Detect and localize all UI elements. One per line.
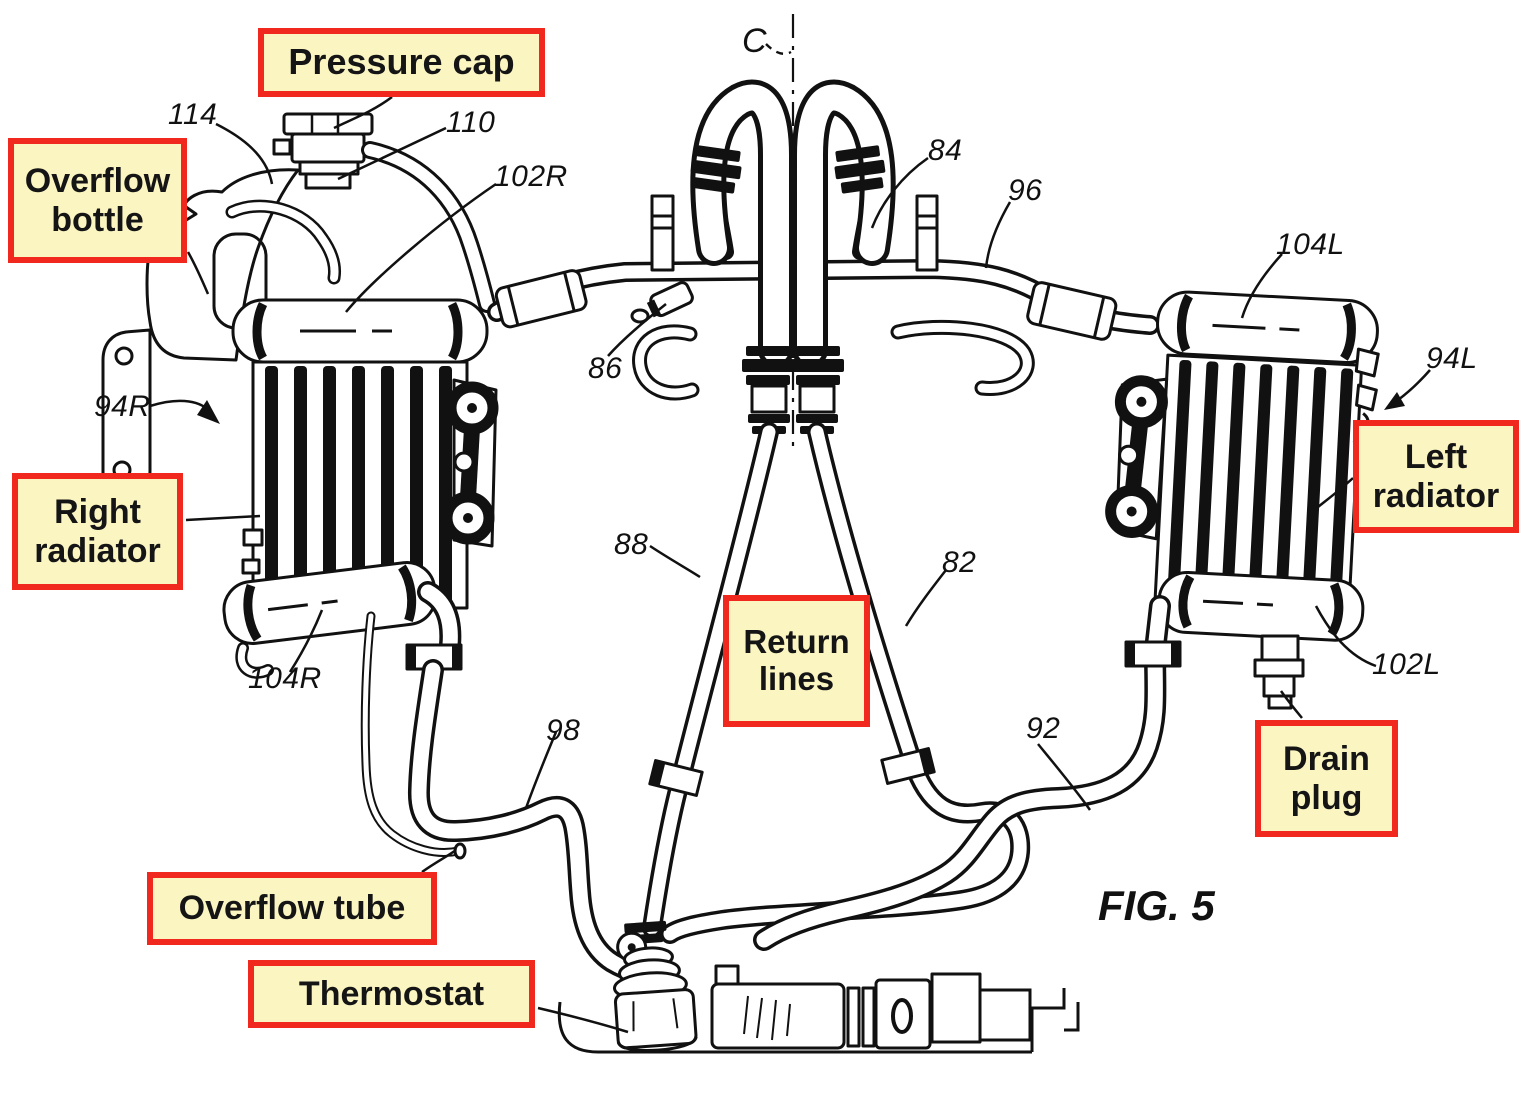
callout-drain-plug: Drain plug xyxy=(1255,720,1398,837)
ref-numeral-110: 110 xyxy=(446,106,496,139)
ref-numeral-98: 98 xyxy=(546,714,581,747)
ref-numeral-94L: 94L xyxy=(1426,342,1478,375)
ref-numeral-102R: 102R xyxy=(494,160,568,193)
ref-numeral-104L: 104L xyxy=(1276,228,1345,261)
hose-98-drawing xyxy=(405,592,645,975)
figure-label: FIG. 5 xyxy=(1098,882,1215,929)
ref-numeral-94R: 94R xyxy=(94,390,151,423)
drain-plug-drawing xyxy=(1253,634,1305,710)
callout-right-radiator: Right radiator xyxy=(12,473,183,590)
crossover-tube-96 xyxy=(495,194,1150,341)
ref-numeral-centerline: C xyxy=(742,22,768,60)
callout-overflow-bottle: Overflow bottle xyxy=(8,138,187,263)
thermostat-pump-assembly xyxy=(557,920,1080,1054)
centerline-leader xyxy=(765,43,792,55)
ref-numeral-92: 92 xyxy=(1026,712,1061,745)
left-radiator-drawing xyxy=(1105,290,1380,642)
ref-numeral-82: 82 xyxy=(942,546,977,579)
ref-numeral-104R: 104R xyxy=(248,662,322,695)
ref-numeral-84: 84 xyxy=(928,134,963,167)
return-lines-drawing xyxy=(650,432,1020,934)
right-radiator-drawing xyxy=(222,298,499,673)
pressure-cap-drawing xyxy=(272,112,374,176)
callout-thermostat: Thermostat xyxy=(248,960,535,1028)
ref-numeral-86: 86 xyxy=(588,352,623,385)
ref-numeral-88: 88 xyxy=(614,528,649,561)
callout-return-lines: Return lines xyxy=(723,595,870,727)
callout-left-radiator: Left radiator xyxy=(1353,420,1519,533)
leader-lines xyxy=(149,95,1431,1034)
callout-overflow-tube: Overflow tube xyxy=(147,872,437,945)
ref-numeral-102L: 102L xyxy=(1372,648,1441,681)
callout-pressure-cap: Pressure cap xyxy=(258,28,545,97)
ref-numeral-96: 96 xyxy=(1008,174,1043,207)
hose-92-drawing xyxy=(764,606,1182,940)
ref-numeral-114: 114 xyxy=(168,98,218,131)
